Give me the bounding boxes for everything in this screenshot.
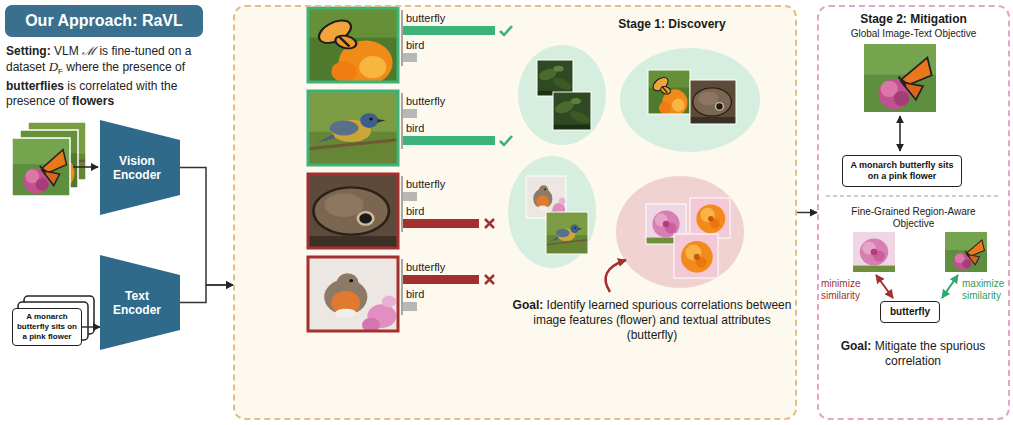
minimize-arrow: [876, 275, 893, 298]
similarity-label: minimize similarity: [821, 278, 875, 302]
setting-phrase: F: [58, 67, 63, 76]
error-frame: [308, 174, 398, 248]
stage-panel: Stage 1: DiscoveryGoal: Identify learned…: [233, 5, 797, 420]
setting-phrase: D: [49, 59, 58, 74]
bar-label: bird: [406, 39, 424, 52]
caption-card: A monarch butterfly sits on a pink flowe…: [12, 308, 82, 346]
flow-arrow: [180, 168, 233, 286]
setting-phrase: flowers: [72, 94, 114, 108]
setting-phrase: where the presence of: [66, 60, 185, 74]
objective-title: Global Image-Text Objective: [819, 28, 1008, 40]
region-crop: [853, 232, 895, 272]
photo: [308, 257, 398, 332]
encoder-block: Text Encoder: [100, 255, 180, 350]
stage-title: Stage 2: Mitigation: [819, 12, 1008, 26]
photo: [308, 174, 398, 248]
input-arrow: [73, 166, 98, 168]
pointer-arrow: [606, 260, 626, 292]
cross-mark: [485, 275, 494, 284]
bar-label: butterfly: [406, 95, 445, 108]
setting-phrase: Setting:: [6, 44, 51, 58]
score-bar: [403, 219, 479, 228]
score-bar: [403, 192, 417, 201]
setting-phrase: butterflies: [6, 79, 64, 93]
score-bar: [403, 26, 495, 35]
similarity-arrow: [899, 116, 901, 151]
title-banner: Our Approach: RaVL: [5, 5, 203, 37]
node-label: Text Encoder: [106, 289, 168, 317]
photo: [308, 8, 398, 85]
bar-label: butterfly: [406, 261, 445, 274]
bar-label: butterfly: [406, 178, 445, 191]
score-bars: [402, 10, 512, 315]
goal-body: Identify learned spurious correlations b…: [533, 298, 791, 342]
score-bar: [403, 136, 495, 145]
score-bar: [403, 302, 417, 311]
region-crop: [945, 232, 987, 272]
check-mark: [500, 136, 512, 145]
goal-text: Goal: Identify learned spurious correlat…: [507, 298, 797, 343]
score-bar: [403, 275, 479, 284]
check-mark: [500, 26, 512, 35]
bar-label: bird: [406, 122, 424, 135]
score-bar: [403, 109, 417, 118]
setting-text: Setting: VLM ℳ is fine-tuned on a datase…: [6, 44, 230, 109]
caption-box: A monarch butterfly sits on a pink flowe…: [842, 155, 962, 187]
flow-arrow: [797, 212, 817, 214]
score-bar: [403, 53, 417, 62]
photo: [12, 138, 70, 196]
cluster: [620, 48, 760, 152]
goal-body: Mitigate the spurious correlation: [875, 339, 986, 368]
node-label: Vision Encoder: [106, 154, 168, 182]
photo: [308, 91, 398, 165]
node-label: A monarch butterfly sits on a pink flowe…: [847, 160, 957, 182]
objective-title: Fine-Grained Region-Aware Objective: [851, 206, 976, 230]
image-stack: [12, 122, 86, 196]
goal-text: Goal: Mitigate the spurious correlation: [838, 339, 988, 369]
stage-panel: Stage 2: MitigationGlobal Image-Text Obj…: [817, 5, 1010, 420]
sample-images: [308, 8, 398, 332]
photo: [864, 44, 936, 112]
spurious-cluster: [616, 176, 744, 288]
bar-label: bird: [406, 205, 424, 218]
cluster: [518, 45, 606, 145]
separator: [826, 196, 1001, 197]
maximize-arrow: [942, 275, 958, 298]
encoder-block: Vision Encoder: [100, 120, 180, 215]
cluster: [508, 156, 596, 268]
node-label: A monarch butterfly sits on a pink flowe…: [16, 312, 78, 342]
bar-label: bird: [406, 288, 424, 301]
node-label: butterfly: [885, 306, 935, 318]
attribute-box: butterfly: [880, 301, 940, 323]
setting-phrase: ℳ: [82, 44, 96, 58]
similarity-label: maximize similarity: [962, 278, 1010, 302]
flow-arrow: [180, 285, 233, 303]
goal-key: Goal:: [841, 339, 872, 353]
goal-key: Goal:: [513, 298, 544, 312]
panel-ground: [234, 6, 796, 419]
mitigation-art: [826, 44, 1001, 298]
cross-mark: [485, 219, 494, 228]
error-frame: [308, 257, 398, 331]
node-label: Our Approach: RaVL: [25, 12, 183, 30]
correct-frame: [308, 8, 398, 82]
setting-phrase: VLM: [54, 44, 79, 58]
panel-ground: [818, 6, 1009, 419]
flow-arrow: [82, 326, 100, 328]
stage-title: Stage 1: Discovery: [607, 17, 737, 31]
correct-frame: [308, 91, 398, 165]
clusters: [508, 45, 760, 288]
bar-label: butterfly: [406, 12, 445, 25]
